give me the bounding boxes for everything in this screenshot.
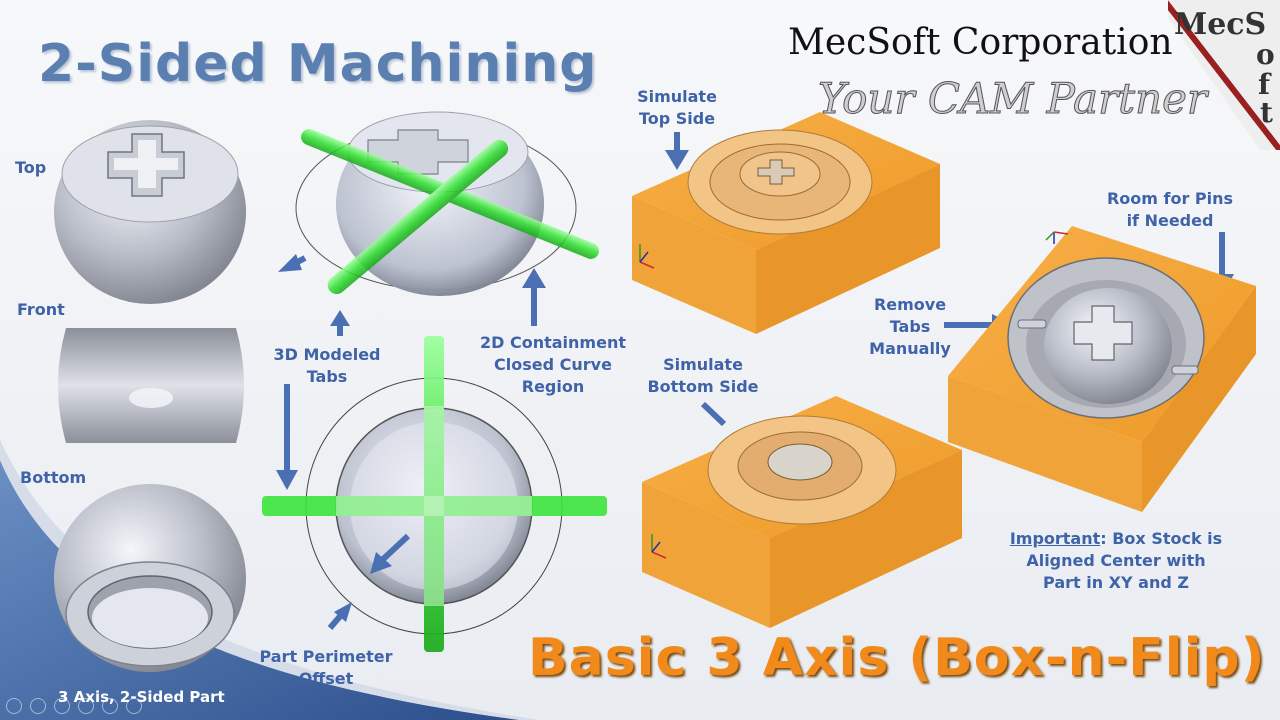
mecsoft-logo: MecS o f t <box>1168 0 1280 150</box>
stock-remove-tabs <box>948 226 1256 512</box>
view-label-front: Front <box>17 300 65 319</box>
logo-text-mecs: MecS <box>1174 7 1266 42</box>
part-top-view <box>54 120 246 304</box>
nav-pen-icon[interactable] <box>54 698 70 714</box>
logo-text-t: t <box>1260 96 1273 129</box>
page-title: 2-Sided Machining <box>38 34 598 94</box>
part-front-view <box>58 328 244 443</box>
note-important-label: Important <box>1009 529 1101 548</box>
nav-slides-icon[interactable] <box>78 698 94 714</box>
footer-caption: 3 Axis, 2-Sided Part <box>58 688 225 706</box>
stock-bottom-side <box>642 396 962 628</box>
note-important: Important: Box Stock is Aligned Center w… <box>1006 528 1226 594</box>
nav-zoom-icon[interactable] <box>102 698 118 714</box>
part-bottom-view <box>54 484 246 672</box>
logo-text-f: f <box>1258 68 1272 101</box>
part-3d-with-tabs <box>295 111 599 296</box>
slide-nav-controls[interactable] <box>6 698 150 718</box>
nav-prev-icon[interactable] <box>6 698 22 714</box>
method-title: Basic 3 Axis (Box-n-Flip) <box>528 628 1266 688</box>
stock-top-side <box>632 112 940 334</box>
tagline: Your CAM Partner <box>817 74 1208 124</box>
company-name: MecSoft Corporation <box>788 22 1173 63</box>
view-label-top: Top <box>15 158 47 177</box>
note-important-text: : Box Stock is Aligned Center with Part … <box>1026 529 1223 592</box>
nav-next-icon[interactable] <box>30 698 46 714</box>
logo-text-o: o <box>1256 38 1275 71</box>
view-label-bottom: Bottom <box>20 468 87 487</box>
nav-more-icon[interactable] <box>126 698 142 714</box>
